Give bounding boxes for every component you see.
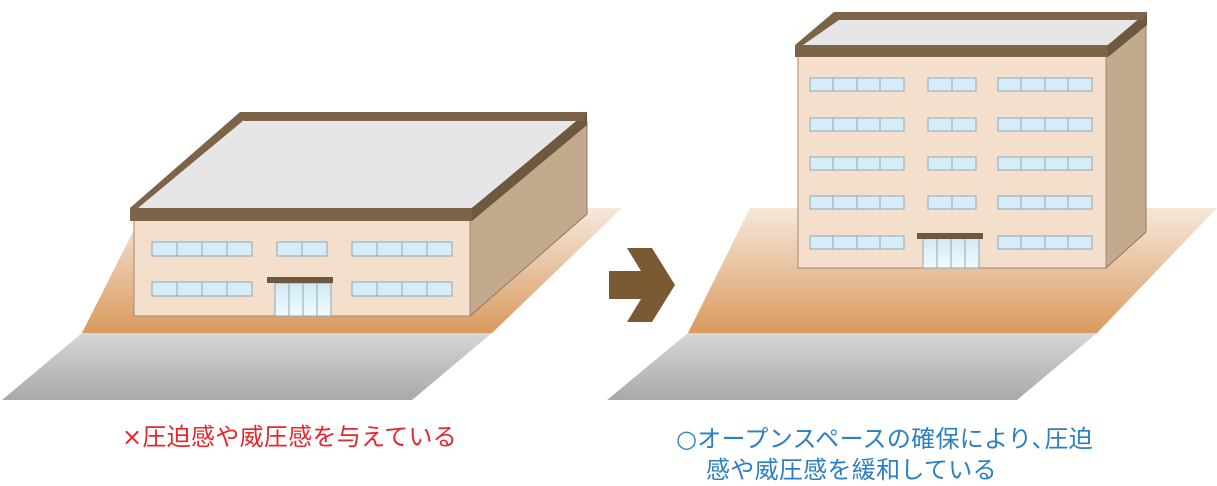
after-caption: ○オープンスペースの確保により､圧迫 感や威圧感を緩和している <box>676 424 1093 486</box>
right-arrow-icon <box>609 248 675 322</box>
window-grid <box>809 77 1093 250</box>
roof-trim-rear <box>834 12 1147 20</box>
low-rise-building <box>130 112 588 318</box>
before-caption: ×圧迫感や威圧感を与えている <box>122 423 458 451</box>
entrance-canopy <box>917 233 983 239</box>
roof-trim-side <box>1108 12 1147 57</box>
window-row <box>151 241 453 257</box>
entrance <box>267 277 333 317</box>
window-row <box>151 281 453 297</box>
after-scene <box>607 12 1217 400</box>
road-before <box>2 333 492 400</box>
before-scene <box>2 112 622 400</box>
road-after <box>607 333 1097 400</box>
roof-trim-front <box>795 45 1108 57</box>
entrance <box>917 233 983 269</box>
building-roof <box>796 17 1146 48</box>
roof-trim-back <box>795 12 839 45</box>
roof-trim-back <box>130 112 244 208</box>
building-side-wall <box>1105 20 1147 270</box>
roof-trim-front <box>130 208 472 221</box>
after-caption-line-2: 感や威圧感を緩和している <box>706 456 997 484</box>
mid-rise-building <box>795 12 1147 270</box>
entrance-canopy <box>267 277 333 283</box>
roof-trim-side <box>472 112 587 221</box>
roof-trim-rear <box>240 112 587 121</box>
after-caption-line-1: ○オープンスペースの確保により､圧迫 <box>676 425 1094 453</box>
